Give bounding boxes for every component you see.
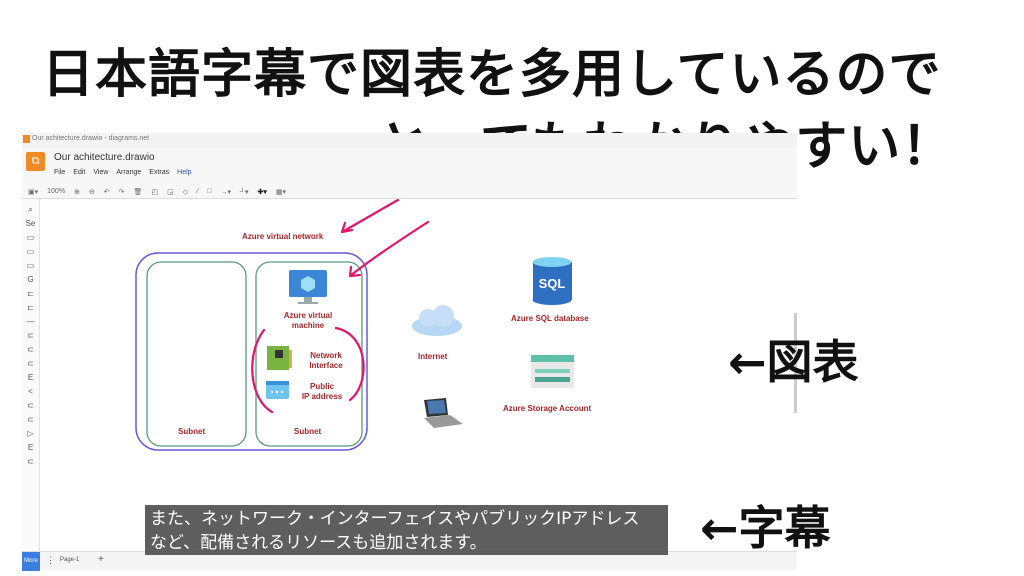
shadow-icon[interactable]: □	[207, 188, 212, 195]
subnet-2-label: Subnet	[294, 427, 322, 436]
vm-label-line2: machine	[291, 321, 325, 330]
storage-label: Azure Storage Account	[503, 404, 592, 413]
document-name[interactable]: Our achitecture.drawio	[54, 152, 155, 163]
table-icon[interactable]: ▦▾	[275, 188, 287, 196]
shapes-sidebar[interactable]: ⌕Se▭▭▭G⊏⊏—⊂⊂⊂E<⊂⊂▷E⊂	[22, 199, 40, 551]
sql-icon-text: SQL	[539, 276, 566, 291]
menu-arrange[interactable]: Arrange	[116, 169, 142, 176]
nic-label-line2: Interface	[309, 361, 343, 370]
undo-icon[interactable]: ↶	[103, 188, 110, 196]
zoom-out-icon[interactable]: ⊖	[88, 188, 95, 196]
vertical-scrollbar[interactable]	[794, 313, 797, 413]
drawio-window: Our achitecture.drawio - diagrams.net ⧉ …	[22, 133, 797, 571]
to-front-icon[interactable]: ◰	[151, 188, 159, 196]
connection-icon[interactable]: →▾	[220, 188, 231, 196]
zoom-select[interactable]: 100%	[47, 188, 66, 195]
menu-view[interactable]: View	[93, 169, 109, 176]
pen-annotations	[251, 198, 430, 414]
more-shapes-button[interactable]: More	[22, 552, 40, 571]
subtitle-line-2: など、配備されるリソースも追加されます。	[150, 533, 487, 553]
sql-database-icon[interactable]: SQL	[532, 257, 573, 305]
drawio-logo-icon: ⧉	[26, 152, 45, 171]
menu-help[interactable]: Help	[177, 169, 192, 176]
public-ip-icon[interactable]	[266, 381, 289, 399]
network-interface-icon[interactable]	[267, 346, 292, 370]
sql-label: Azure SQL database	[511, 314, 589, 323]
fill-color-icon[interactable]: ◇	[182, 188, 189, 196]
menu-edit[interactable]: Edit	[73, 169, 86, 176]
caption-line-1: 日本語字幕で図表を多用しているので	[42, 45, 942, 105]
line-color-icon[interactable]: ∕	[197, 188, 199, 195]
subnet-1-label: Subnet	[178, 427, 206, 436]
delete-icon[interactable]: 🗑	[133, 188, 143, 196]
vnet-label: Azure virtual network	[242, 232, 324, 241]
zoom-in-icon[interactable]: ⊕	[74, 188, 80, 196]
vm-label-line1: Azure virtual	[283, 311, 333, 320]
pip-label-line1: Public	[309, 382, 334, 391]
waypoints-icon[interactable]: ┘▾	[240, 188, 249, 196]
menu-file[interactable]: File	[54, 169, 66, 176]
page-tab[interactable]: Page-1	[60, 557, 80, 563]
menu-extras[interactable]: Extras	[149, 169, 170, 176]
add-page-icon[interactable]: +	[98, 554, 104, 565]
app-header: ⧉ Our achitecture.drawio File Edit View …	[22, 147, 797, 185]
pages-menu-icon[interactable]: ⋮	[46, 555, 55, 565]
internet-label: Internet	[418, 352, 448, 361]
internet-cloud-icon[interactable]	[412, 305, 462, 336]
diagram-annotation: ←図表	[728, 335, 859, 389]
virtual-machine-icon[interactable]	[289, 270, 327, 304]
subtitle-box: また、ネットワーク・インターフェイスやパブリックIPアドレス など、配備されるリ…	[145, 505, 668, 555]
toolbar: ▣▾ 100% ⊕ ⊖ ↶ ↷ 🗑 ◰ ◲ ◇ ∕ □ →▾ ┘▾ ✚▾ ▦▾	[22, 185, 797, 199]
laptop-icon[interactable]	[424, 398, 463, 428]
subnet-1[interactable]	[146, 261, 247, 447]
nic-label-line1: Network	[310, 351, 342, 360]
window-title: Our achitecture.drawio - diagrams.net	[32, 135, 150, 142]
window-titlebar: Our achitecture.drawio - diagrams.net	[22, 133, 797, 147]
menu-bar: File Edit View Arrange Extras Help	[54, 169, 192, 176]
subtitle-annotation: ←字幕	[700, 501, 831, 555]
vnet-container[interactable]	[135, 252, 368, 451]
pip-label-line2: IP address	[301, 392, 343, 401]
redo-icon[interactable]: ↷	[118, 188, 125, 196]
format-panel-icon[interactable]: ▣▾	[28, 188, 39, 196]
subtitle-line-1: また、ネットワーク・インターフェイスやパブリックIPアドレス	[150, 509, 640, 529]
to-back-icon[interactable]: ◲	[167, 188, 174, 196]
insert-icon[interactable]: ✚▾	[257, 188, 267, 196]
app-icon	[23, 135, 30, 143]
storage-account-icon[interactable]	[531, 355, 574, 388]
